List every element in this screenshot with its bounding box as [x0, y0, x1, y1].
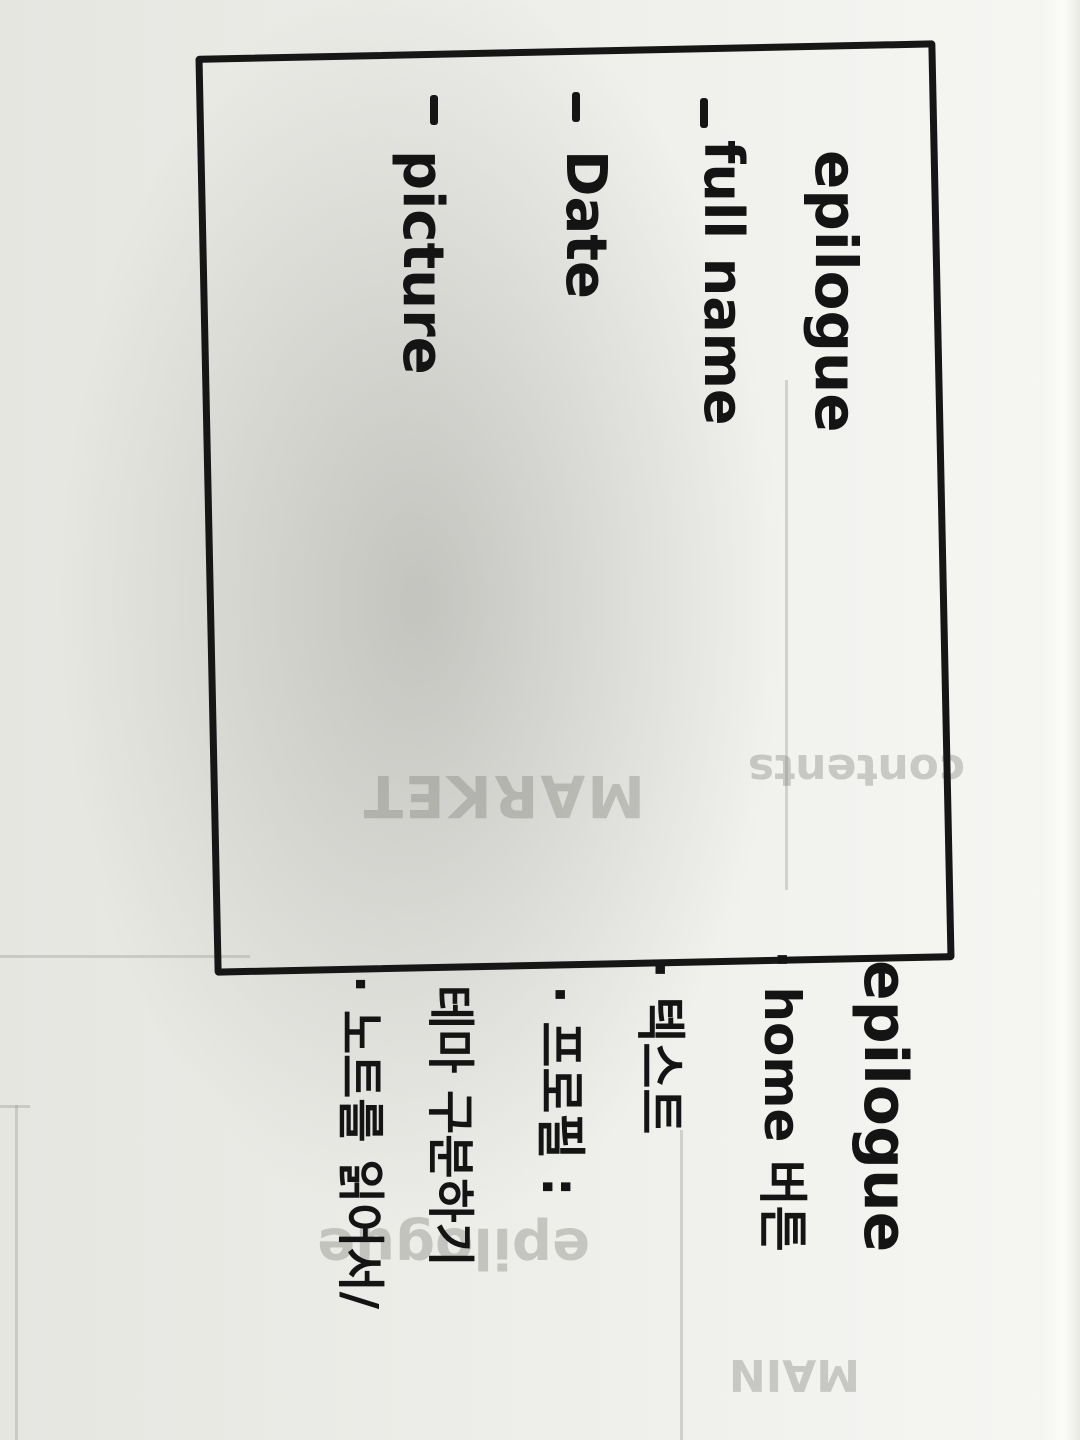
- ghost-line: [15, 1105, 18, 1440]
- ghost-line: [785, 380, 788, 890]
- box-label-epilogue: epilogue: [802, 150, 870, 433]
- ghost-text-main: MAIN: [728, 1349, 860, 1400]
- dash-mark: [572, 92, 580, 122]
- box-label-date: Date: [553, 150, 618, 300]
- dash-mark: [700, 98, 708, 128]
- ghost-line: [0, 1105, 30, 1108]
- box-label-full-name: full name: [692, 140, 755, 426]
- note-text: · 텍스트: [631, 960, 689, 1135]
- ghost-line: [0, 955, 250, 958]
- note-heading: epilogue: [850, 960, 920, 1253]
- box-label-picture: picture: [390, 150, 455, 375]
- page-edge: [1040, 0, 1080, 1440]
- ghost-line: [680, 1130, 683, 1440]
- note-home-button: · home 버튼: [753, 950, 811, 1252]
- dash-mark: [430, 95, 438, 125]
- note-profile: · 프로필 :: [531, 985, 589, 1197]
- note-theme: 테마 구분하기: [422, 985, 478, 1267]
- note-read-notes: · 노트를 읽어서/: [332, 975, 388, 1310]
